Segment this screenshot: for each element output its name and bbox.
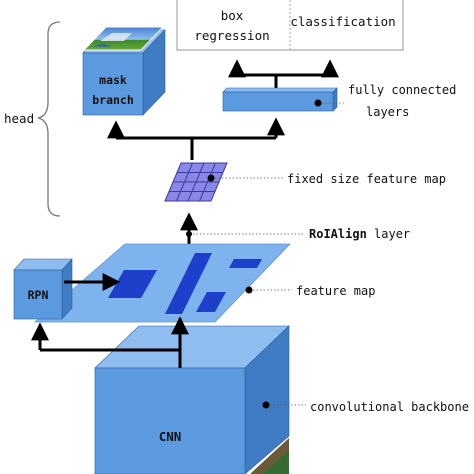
fixed-size-feature-map-label: fixed size feature map xyxy=(287,172,446,186)
roialign-label-bold: RoIAlign xyxy=(309,227,367,241)
box-regression-label-line2: regression xyxy=(194,28,269,43)
feature-map-pointer-dot xyxy=(245,286,253,294)
roi-to-heads-arrows xyxy=(107,117,285,160)
grid-pointer-dot xyxy=(207,174,215,182)
backbone-to-rpn-arrows xyxy=(31,316,189,368)
fully-connected-label-line2: layers xyxy=(366,105,409,119)
output-box: box regression classification xyxy=(176,0,404,51)
rpn-block: RPN xyxy=(13,258,73,320)
cnn-backbone-block: CNN xyxy=(94,325,290,474)
region-proposal-3 xyxy=(196,292,226,312)
roialign-pointer-dot xyxy=(186,231,192,237)
feature-map-label: feature map xyxy=(296,284,375,298)
mask-example-photo xyxy=(82,26,165,51)
mask-branch-label-line2: branch xyxy=(92,93,134,107)
cnn-label: CNN xyxy=(159,429,182,444)
mask-branch-label-line1: mask xyxy=(99,73,127,87)
head-label: head xyxy=(4,111,34,126)
box-regression-label-line1: box xyxy=(221,8,244,23)
classification-label: classification xyxy=(290,14,395,29)
mask-branch-block: mask branch xyxy=(82,26,166,116)
fully-connected-layers-block xyxy=(222,87,338,112)
region-proposal-4 xyxy=(229,259,262,268)
head-bracket xyxy=(37,21,61,217)
fc-to-output-arrows xyxy=(228,59,339,90)
rpn-label: RPN xyxy=(28,288,49,302)
fc-layers-pointer-dot xyxy=(314,99,322,107)
backbone-pointer-dot xyxy=(262,401,270,409)
roialign-label: RoIAlign layer xyxy=(309,227,410,241)
convolutional-backbone-label: convolutional backbone xyxy=(310,400,469,414)
fully-connected-label-line1: fully connected xyxy=(348,83,456,97)
region-proposal-2 xyxy=(165,253,212,314)
roialign-label-rest: layer xyxy=(367,227,410,241)
fixed-size-feature-map-grid xyxy=(164,162,228,202)
